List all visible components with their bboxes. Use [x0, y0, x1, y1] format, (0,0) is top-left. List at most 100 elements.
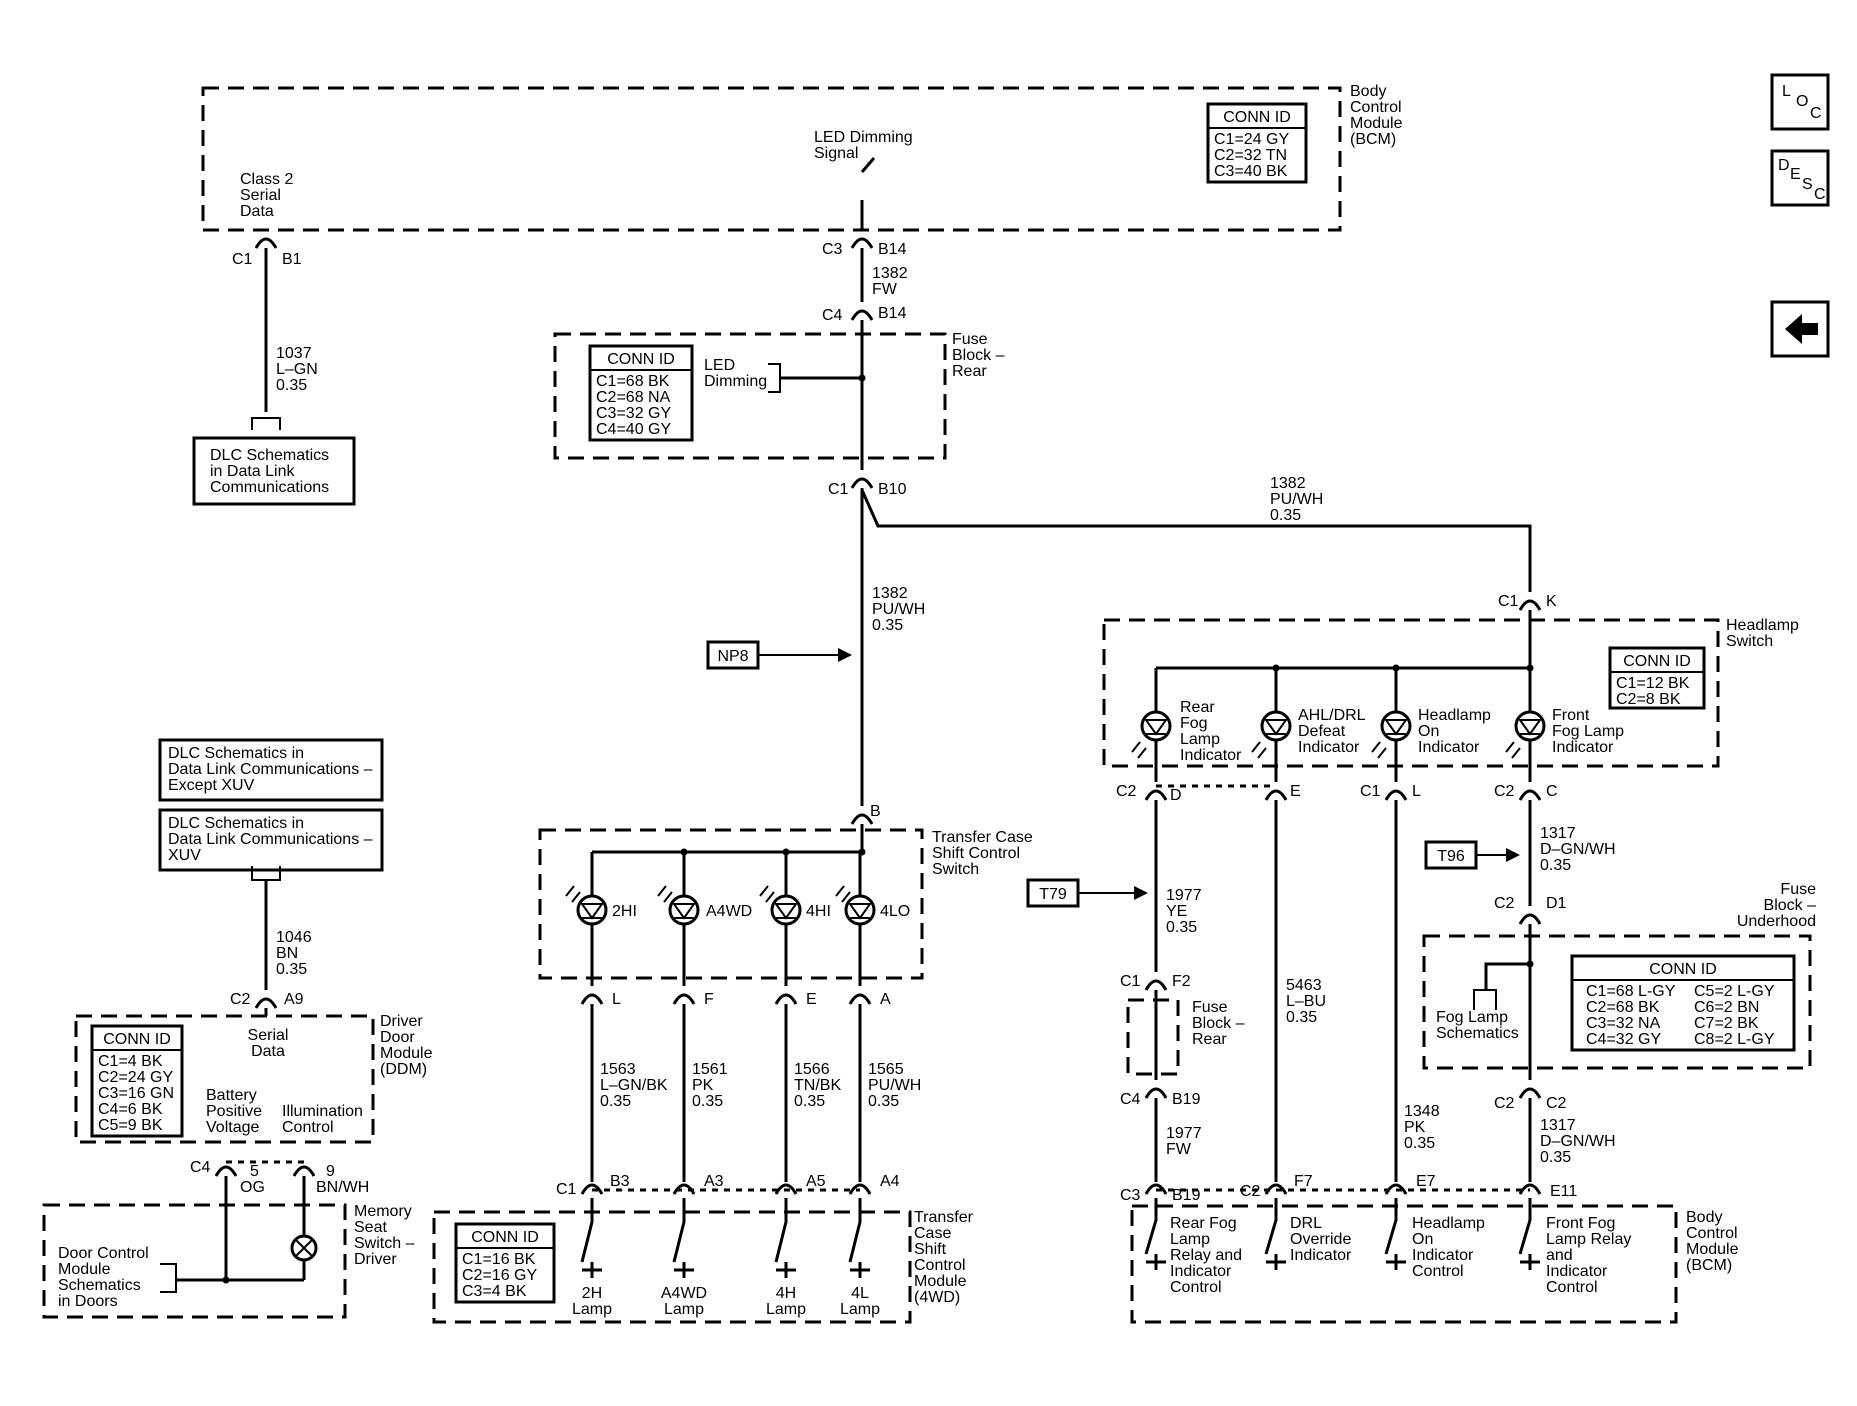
svg-text:OG: OG	[240, 1179, 265, 1196]
svg-text:1565: 1565	[868, 1061, 904, 1078]
svg-text:Control: Control	[914, 1257, 966, 1274]
svg-text:Data Link Communications –: Data Link Communications –	[168, 831, 373, 848]
ddm-serial-data-label: Serial Data	[248, 1027, 289, 1060]
svg-text:Schematics: Schematics	[58, 1277, 141, 1294]
svg-text:PU/WH: PU/WH	[872, 601, 925, 618]
svg-text:Front Fog: Front Fog	[1546, 1215, 1615, 1232]
svg-text:C2: C2	[1546, 1095, 1567, 1112]
loc-button[interactable]: L O C	[1770, 73, 1830, 131]
svg-text:L–GN/BK: L–GN/BK	[600, 1077, 668, 1094]
led-indicator-rear-fog: Rear Fog Lamp Indicator	[1140, 699, 1242, 764]
svg-text:1977: 1977	[1166, 887, 1202, 904]
class2-serial-data-label: Class 2 Serial Data	[240, 171, 293, 220]
fuse-rear-small-label: Fuse Block – Rear	[1192, 999, 1245, 1048]
tccm-lamp-4h: 4H Lamp	[766, 1198, 806, 1318]
connector-symbols	[214, 237, 1542, 1195]
conn-id-table-fuse-rear: CONN ID C1=68 BK C2=68 NA C3=32 GY C4=40…	[588, 344, 694, 442]
wire-label-1977-ye: 1977 YE 0.35	[1166, 887, 1202, 936]
tag-t79[interactable]: T79	[1026, 878, 1148, 908]
svg-text:C4=6 BK: C4=6 BK	[98, 1101, 163, 1118]
led-indicator-4hi: 4HI	[770, 894, 831, 926]
fuse-underhood-boundary	[1422, 934, 1812, 1070]
svg-text:YE: YE	[1166, 903, 1187, 920]
light-emission-icons	[565, 741, 1521, 903]
desc-letter-2: E	[1790, 166, 1801, 183]
svg-text:1566: 1566	[794, 1061, 830, 1078]
bcm-bottom-label: Body Control Module (BCM)	[1686, 1209, 1739, 1274]
dlc-schematics-link-except-xuv[interactable]: DLC Schematics in Data Link Communicatio…	[158, 738, 384, 802]
bcm-bottom-boundary	[1130, 1204, 1678, 1324]
svg-text:Rear: Rear	[1192, 1031, 1227, 1048]
svg-text:9: 9	[326, 1163, 335, 1180]
svg-text:Seat: Seat	[354, 1219, 387, 1236]
svg-text:Switch –: Switch –	[354, 1235, 415, 1252]
door-control-schematics-link[interactable]: Door Control Module Schematics in Doors	[58, 1245, 177, 1310]
svg-text:Indicator: Indicator	[1418, 739, 1480, 756]
bcm-output-headlamp-on: Headlamp On Indicator Control	[1384, 1198, 1485, 1280]
svg-text:C5=9 BK: C5=9 BK	[98, 1117, 163, 1134]
svg-text:0.35: 0.35	[868, 1093, 899, 1110]
led-indicator-2hi: 2HI	[576, 894, 637, 926]
svg-text:T96: T96	[1437, 848, 1465, 865]
bcm-output-front-fog: Front Fog Lamp Relay and Indicator Contr…	[1518, 1198, 1631, 1296]
svg-text:C2=32 TN: C2=32 TN	[1214, 147, 1287, 164]
svg-text:Module: Module	[1350, 115, 1403, 132]
svg-text:AHL/DRL: AHL/DRL	[1298, 707, 1366, 724]
wire-label-1348: 1348 PK 0.35	[1404, 1103, 1440, 1152]
svg-text:A4: A4	[880, 1173, 900, 1190]
led-indicator-front-fog: Front Fog Lamp Indicator	[1514, 707, 1624, 756]
wire-label-1566: 1566 TN/BK 0.35	[794, 1061, 841, 1110]
svg-text:B14: B14	[878, 241, 907, 258]
dlc-schematics-link-xuv[interactable]: DLC Schematics in Data Link Communicatio…	[158, 808, 384, 872]
svg-text:Serial: Serial	[248, 1027, 289, 1044]
svg-text:A5: A5	[806, 1173, 826, 1190]
svg-text:XUV: XUV	[168, 847, 201, 864]
svg-text:(DDM): (DDM)	[380, 1061, 427, 1078]
tag-np8[interactable]: NP8	[706, 640, 852, 670]
svg-text:CONN ID: CONN ID	[103, 1031, 171, 1048]
svg-text:Communications: Communications	[210, 479, 329, 496]
svg-text:Fuse: Fuse	[1192, 999, 1228, 1016]
conn-id-table-ddm: CONN ID C1=4 BK C2=24 GY C3=16 GN C4=6 B…	[90, 1024, 184, 1138]
svg-text:Indicator: Indicator	[1170, 1263, 1232, 1280]
svg-text:B14: B14	[878, 305, 907, 322]
fuse-block-rear-boundary	[553, 332, 947, 460]
pin-labels: C1 B1 C3 B14 C4 B14 C1 B10 C1 K B L F E …	[190, 241, 1577, 1204]
svg-text:PK: PK	[692, 1077, 714, 1094]
svg-text:0.35: 0.35	[1540, 1149, 1571, 1166]
led-indicator-ahl-drl: AHL/DRL Defeat Indicator	[1260, 707, 1366, 756]
svg-text:1037: 1037	[276, 345, 312, 362]
desc-button[interactable]: D E S C	[1770, 149, 1830, 207]
svg-text:Switch: Switch	[932, 861, 979, 878]
svg-text:B3: B3	[610, 1173, 630, 1190]
tccm-lamp-a4wd: A4WD Lamp	[661, 1198, 707, 1318]
svg-text:B: B	[870, 803, 881, 820]
ddm-boundary	[74, 1014, 375, 1144]
svg-text:Fuse: Fuse	[1780, 881, 1816, 898]
svg-text:Control: Control	[1412, 1263, 1464, 1280]
fog-lamp-schematics-link[interactable]: Fog Lamp Schematics	[1436, 989, 1519, 1042]
svg-text:C3=32 NA: C3=32 NA	[1586, 1015, 1661, 1032]
loc-letter-3: C	[1810, 105, 1822, 122]
ddm-label: Driver Door Module (DDM)	[380, 1013, 433, 1078]
svg-text:0.35: 0.35	[872, 617, 903, 634]
svg-text:FW: FW	[1166, 1141, 1192, 1158]
svg-text:Control: Control	[1170, 1279, 1222, 1296]
led-indicator-a4wd: A4WD	[668, 894, 752, 926]
svg-text:Headlamp: Headlamp	[1412, 1215, 1485, 1232]
svg-text:Fog Lamp: Fog Lamp	[1436, 1009, 1508, 1026]
svg-text:Lamp: Lamp	[840, 1301, 880, 1318]
svg-text:Schematics: Schematics	[1436, 1025, 1519, 1042]
tag-t96[interactable]: T96	[1424, 840, 1520, 870]
svg-text:0.35: 0.35	[276, 961, 307, 978]
dlc-schematics-link-top[interactable]: DLC Schematics in Data Link Communicatio…	[192, 436, 356, 506]
svg-text:in Data Link: in Data Link	[210, 463, 295, 480]
svg-text:C2: C2	[1116, 783, 1137, 800]
back-button[interactable]	[1770, 300, 1830, 358]
svg-text:C1=24 GY: C1=24 GY	[1214, 131, 1289, 148]
svg-text:Indicator: Indicator	[1180, 747, 1242, 764]
svg-text:C2=68 BK: C2=68 BK	[1586, 999, 1660, 1016]
svg-text:C4=40 GY: C4=40 GY	[596, 421, 671, 438]
svg-text:1046: 1046	[276, 929, 312, 946]
svg-text:0.35: 0.35	[1166, 919, 1197, 936]
